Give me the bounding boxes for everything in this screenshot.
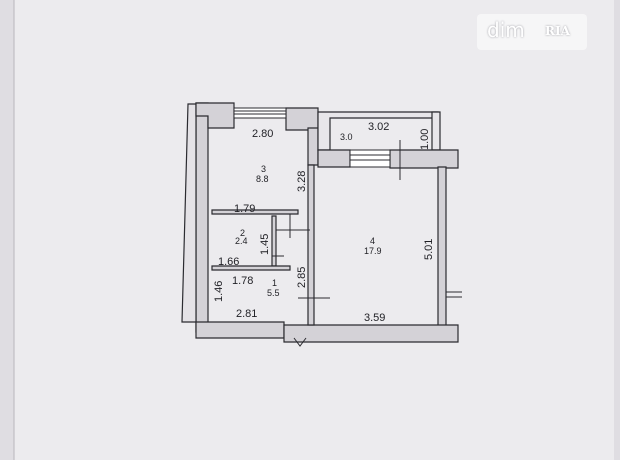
dim-bath-lower: 1.66	[218, 256, 239, 268]
wall-bath-right	[271, 215, 277, 267]
watermark-brand-left: dim	[487, 18, 525, 42]
wall-room4-top	[317, 149, 351, 168]
room-3-number: 3	[261, 164, 266, 174]
room-1-area: 5.5	[267, 288, 280, 298]
wall-top-left	[195, 102, 235, 129]
window-room3	[233, 107, 287, 119]
dim-hall-height: 2.85	[296, 267, 308, 288]
dim-top-left-width: 2.80	[252, 128, 273, 140]
room-3-area: 8.8	[256, 174, 269, 184]
dim-bottom-right: 3.59	[364, 312, 385, 324]
dim-bath-height: 1.45	[259, 234, 271, 255]
room-2-number: 2	[240, 228, 245, 238]
room-4-area: 17.9	[364, 246, 382, 256]
dim-room3-height: 3.28	[296, 171, 308, 192]
room-4-number: 4	[370, 236, 375, 246]
dim-bottom-left: 2.81	[236, 308, 257, 320]
wall-bottom-right	[283, 324, 459, 343]
wall-hall-room4	[307, 164, 315, 326]
room-1-number: 1	[272, 278, 277, 288]
wall-bath-hall	[211, 265, 291, 271]
wall-top-right	[285, 107, 319, 131]
wall-room3-bath	[211, 209, 299, 215]
dim-bath-width: 1.79	[234, 203, 255, 215]
wall-left	[195, 102, 209, 333]
wall-room3-right	[307, 127, 319, 166]
wall-right	[437, 166, 447, 331]
wall-balcony-right	[431, 111, 441, 151]
wall-bottom-left	[195, 321, 285, 339]
dim-balcony-width: 3.02	[368, 121, 389, 133]
watermark-brand-right: RIA	[545, 24, 570, 38]
dim-hall-width: 1.78	[232, 275, 253, 287]
window-room4	[349, 149, 391, 168]
dim-balcony-depth: 1.00	[419, 129, 431, 150]
watermark-logo: dim RIA	[477, 14, 587, 50]
dim-right-side: 5.01	[423, 239, 435, 260]
dim-hall-side: 1.46	[213, 281, 225, 302]
walls	[181, 102, 459, 343]
windows	[233, 107, 391, 168]
wall-left-outer	[181, 103, 197, 323]
dim-balcony-inner: 3.0	[340, 132, 353, 142]
room-2-area: 2.4	[235, 236, 248, 246]
door-marks	[272, 140, 462, 347]
